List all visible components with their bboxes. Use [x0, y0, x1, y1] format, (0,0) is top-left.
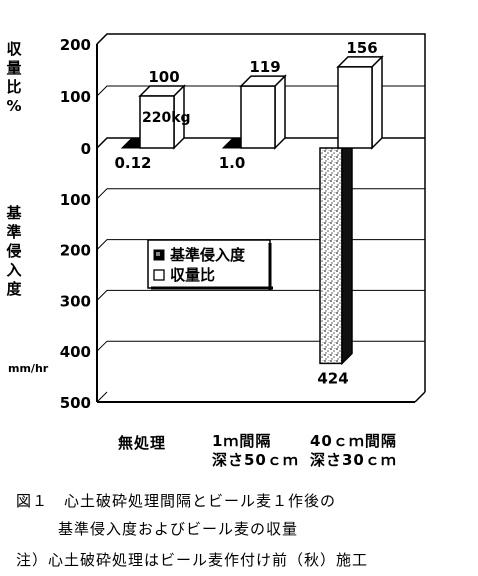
gridline: [96, 188, 425, 200]
data-label-yield: 119: [249, 58, 280, 76]
bar-side: [371, 55, 383, 150]
data-label-infiltration: 0.12: [114, 154, 151, 172]
category-label-2: 1ｍ間隔深さ50ｃｍ: [212, 432, 299, 469]
y-tick-label: 100: [60, 88, 91, 106]
gridlines: [96, 33, 425, 352]
data-label-yield: 100: [148, 68, 179, 86]
category-label-1: 無処理: [118, 434, 167, 452]
gridline: [96, 340, 425, 352]
y-tick-label: 200: [60, 36, 91, 54]
bar-side: [274, 74, 286, 150]
y-axis-label-yield: 収量比%: [6, 40, 22, 115]
y-tick-label: 300: [60, 292, 91, 310]
bar-front: [337, 66, 373, 149]
legend-label: 基準侵入度: [169, 246, 246, 264]
gridline: [96, 239, 425, 250]
floor-edge: [414, 391, 426, 403]
figure-caption-line1: 図１ 心土破砕処理間隔とビール麦１作後の: [16, 492, 337, 510]
figure-caption-line2: 基準侵入度およびビール麦の収量: [58, 520, 299, 538]
annotation-220kg: 220kg: [142, 110, 191, 126]
y-tick-label: 200: [60, 242, 91, 260]
bar-front: [319, 147, 343, 365]
bar-front: [139, 95, 175, 149]
data-label-infiltration: 424: [317, 369, 348, 387]
data-label-yield: 156: [346, 39, 377, 57]
bar-yield: [239, 74, 287, 150]
y-tick-label: 100: [60, 191, 91, 209]
y-axis-label-infiltration: 基準侵入度: [6, 204, 22, 298]
bar-yield: [336, 55, 384, 150]
legend-label: 収量比: [170, 266, 215, 284]
data-labels: 0.12 1.0 424 100 119 156 220kg: [114, 39, 377, 388]
gridline: [96, 137, 425, 149]
y-tick-label: 0: [81, 140, 91, 158]
gridline: [96, 289, 425, 301]
gridline: [96, 33, 425, 45]
legend-box: [147, 239, 271, 289]
y-axis-ticks: 200 100 0 100 200 300 400 500: [60, 36, 91, 412]
y-tick-label: 400: [60, 343, 91, 361]
legend-swatch-speck: [156, 252, 160, 256]
category-label-3: 40ｃｍ間隔深さ30ｃｍ: [310, 432, 397, 469]
figure-note: 注）心土破砕処理はビール麦作付け前（秋）施工: [16, 551, 369, 569]
data-label-infiltration: 1.0: [219, 154, 246, 172]
bar-side: [341, 136, 353, 366]
y-axis-unit: mm/hr: [8, 362, 49, 375]
bar-yield: [138, 84, 186, 150]
bar-infiltration: [319, 136, 353, 366]
bar-front: [240, 85, 276, 149]
gridline: [96, 85, 425, 97]
bars: [120, 55, 384, 366]
y-tick-label: 500: [60, 394, 91, 412]
legend-swatch-white: [153, 269, 165, 281]
floor-edge-left: [96, 391, 108, 403]
